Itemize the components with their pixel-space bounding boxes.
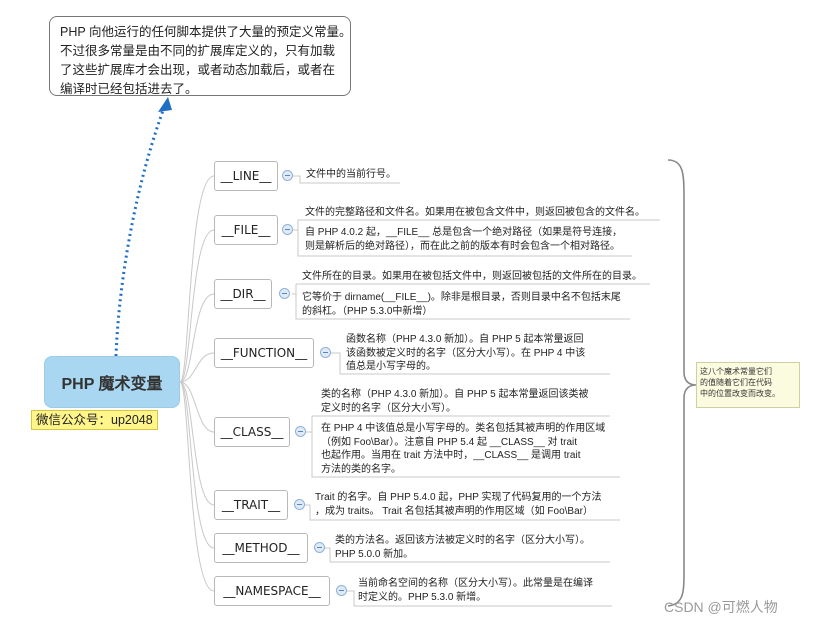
watermark: CSDN @可燃人物 bbox=[664, 599, 778, 615]
desc-text: 的斜杠。（PHP 5.3.0中新增） bbox=[302, 305, 433, 317]
wechat-label: 微信公众号：up2048 bbox=[31, 410, 158, 430]
desc-underlines bbox=[292, 175, 660, 607]
desc-text: 类的名称（PHP 4.3.0 新加）。自 PHP 5 起本常量返回该类被 bbox=[321, 389, 589, 400]
desc-text: 自 PHP 4.0.2 起，__FILE__ 总是包含一个绝对路径（如果是符号连… bbox=[305, 227, 623, 238]
desc-text: 该函数被定义时的名字（区分大小写）。在 PHP 4 中该 bbox=[346, 347, 586, 359]
node-label: __FUNCTION__ bbox=[220, 346, 308, 360]
node-label: __DIR__ bbox=[220, 287, 266, 301]
collapse-icon[interactable] bbox=[314, 542, 325, 553]
desc-text: 也起作用。当用在 trait 方法中时，__CLASS__ 是调用 trait bbox=[321, 450, 581, 461]
node-label: __TRAIT__ bbox=[221, 498, 281, 512]
callout-line: 不过很多常量是由不同的扩展库定义的，只有加载 bbox=[60, 44, 336, 58]
desc-text: 当前命名空间的名称（区分大小写）。此常量是在编译 bbox=[358, 578, 593, 589]
desc-text: 它等价于 dirname(__FILE__)。除非是根目录，否则目录中名不包括末… bbox=[302, 292, 621, 303]
desc-namespace: 当前命名空间的名称（区分大小写）。此常量是在编译 时定义的。PHP 5.3.0 … bbox=[358, 577, 593, 604]
node-label: __METHOD__ bbox=[222, 541, 300, 555]
desc-text: 定义时的名字（区分大小写）。 bbox=[321, 402, 456, 414]
desc-text: 则是解析后的绝对路径），而在此之前的版本有时会包含一个相对路径。 bbox=[305, 240, 620, 252]
node-trait[interactable]: __TRAIT__ bbox=[214, 490, 288, 520]
desc-method: 类的方法名。返回该方法被定义时的名字（区分大小写）。 PHP 5.0.0 新加。 bbox=[335, 534, 590, 561]
node-file[interactable]: __FILE__ bbox=[214, 215, 278, 245]
desc-file-1: 文件的完整路径和文件名。如果用在被包含文件中，则返回被包含的文件名。 bbox=[305, 206, 645, 220]
collapse-icon[interactable] bbox=[279, 288, 290, 299]
desc-text: 类的方法名。返回该方法被定义时的名字（区分大小写）。 bbox=[335, 535, 590, 546]
desc-dir-2: 它等价于 dirname(__FILE__)。除非是根目录，否则目录中名不包括末… bbox=[302, 291, 621, 318]
callout-line: PHP 向他运行的任何脚本提供了大量的预定义常量。 bbox=[60, 25, 352, 39]
desc-line: 文件中的当前行号。 bbox=[306, 168, 396, 182]
desc-trait: Trait 的名字。自 PHP 5.4.0 起，PHP 实现了代码复用的一个方法… bbox=[315, 491, 602, 518]
collapse-icon[interactable] bbox=[295, 426, 306, 437]
callout-line: 编译时已经包括进去了。 bbox=[60, 82, 198, 96]
desc-text: PHP 5.0.0 新加。 bbox=[335, 548, 414, 560]
desc-function: 函数名称（PHP 4.3.0 新加）。自 PHP 5 起本常量返回 该函数被定义… bbox=[346, 333, 585, 374]
desc-text: 值总是小写字母的。 bbox=[346, 361, 436, 372]
desc-text: 时定义的。PHP 5.3.0 新增。 bbox=[358, 591, 487, 603]
root-topic[interactable]: PHP 魔术变量 bbox=[44, 356, 180, 408]
desc-class-2: 在 PHP 4 中该值总是小写字母的。类名包括其被声明的作用区域 （例如 Foo… bbox=[321, 422, 605, 476]
collapse-icon[interactable] bbox=[320, 347, 331, 358]
collapse-icon[interactable] bbox=[282, 224, 293, 235]
branch-lines bbox=[179, 175, 215, 592]
desc-text: 文件中的当前行号。 bbox=[306, 169, 396, 180]
node-line[interactable]: __LINE__ bbox=[214, 161, 278, 191]
collapse-icon[interactable] bbox=[282, 170, 293, 181]
desc-file-2: 自 PHP 4.0.2 起，__FILE__ 总是包含一个绝对路径（如果是符号连… bbox=[305, 226, 622, 253]
desc-text: 文件所在的目录。如果用在被包括文件中，则返回被包括的文件所在的目录。 bbox=[302, 271, 642, 282]
node-label: __LINE__ bbox=[220, 169, 272, 183]
desc-text: Trait 的名字。自 PHP 5.4.0 起，PHP 实现了代码复用的一个方法 bbox=[315, 492, 602, 503]
desc-class-1: 类的名称（PHP 4.3.0 新加）。自 PHP 5 起本常量返回该类被 定义时… bbox=[321, 388, 588, 415]
desc-text: 在 PHP 4 中该值总是小写字母的。类名包括其被声明的作用区域 bbox=[321, 423, 606, 434]
summary-note: 这八个魔术常量它们 的值随着它们在代码 中的位置改变而改变。 bbox=[696, 362, 800, 408]
collapse-icon[interactable] bbox=[336, 585, 347, 596]
callout-arrowhead bbox=[158, 97, 172, 112]
node-class[interactable]: __CLASS__ bbox=[214, 417, 290, 447]
desc-dir-1: 文件所在的目录。如果用在被包括文件中，则返回被包括的文件所在的目录。 bbox=[302, 270, 642, 284]
node-label: __FILE__ bbox=[221, 223, 271, 237]
desc-text: 函数名称（PHP 4.3.0 新加）。自 PHP 5 起本常量返回 bbox=[346, 334, 584, 345]
node-namespace[interactable]: __NAMESPACE__ bbox=[214, 576, 330, 606]
desc-text: ，成为 traits。 Trait 名包括其被声明的作用区域（如 Foo\Bar… bbox=[315, 505, 593, 517]
callout-connector bbox=[114, 104, 167, 357]
desc-text: （例如 Foo\Bar）。注意自 PHP 5.4 起 __CLASS__ 对 t… bbox=[321, 436, 578, 448]
collapse-icon[interactable] bbox=[294, 499, 305, 510]
callout-box: PHP 向他运行的任何脚本提供了大量的预定义常量。 不过很多常量是由不同的扩展库… bbox=[49, 16, 351, 96]
desc-text: 方法的类的名字。 bbox=[321, 463, 401, 475]
group-brace bbox=[667, 159, 697, 607]
desc-text: 文件的完整路径和文件名。如果用在被包含文件中，则返回被包含的文件名。 bbox=[305, 207, 645, 218]
node-label: __NAMESPACE__ bbox=[223, 584, 321, 598]
root-title: PHP 魔术变量 bbox=[61, 376, 163, 393]
node-dir[interactable]: __DIR__ bbox=[214, 279, 272, 309]
callout-line: 了这些扩展库才会出现，或者动态加载后，或者在 bbox=[60, 63, 336, 77]
note-line: 中的位置改变而改变。 bbox=[700, 389, 780, 398]
note-line: 这八个魔术常量它们 bbox=[700, 367, 772, 376]
node-label: __CLASS__ bbox=[220, 425, 284, 439]
node-function[interactable]: __FUNCTION__ bbox=[214, 338, 314, 368]
node-method[interactable]: __METHOD__ bbox=[214, 533, 308, 563]
note-line: 的值随着它们在代码 bbox=[700, 378, 772, 387]
